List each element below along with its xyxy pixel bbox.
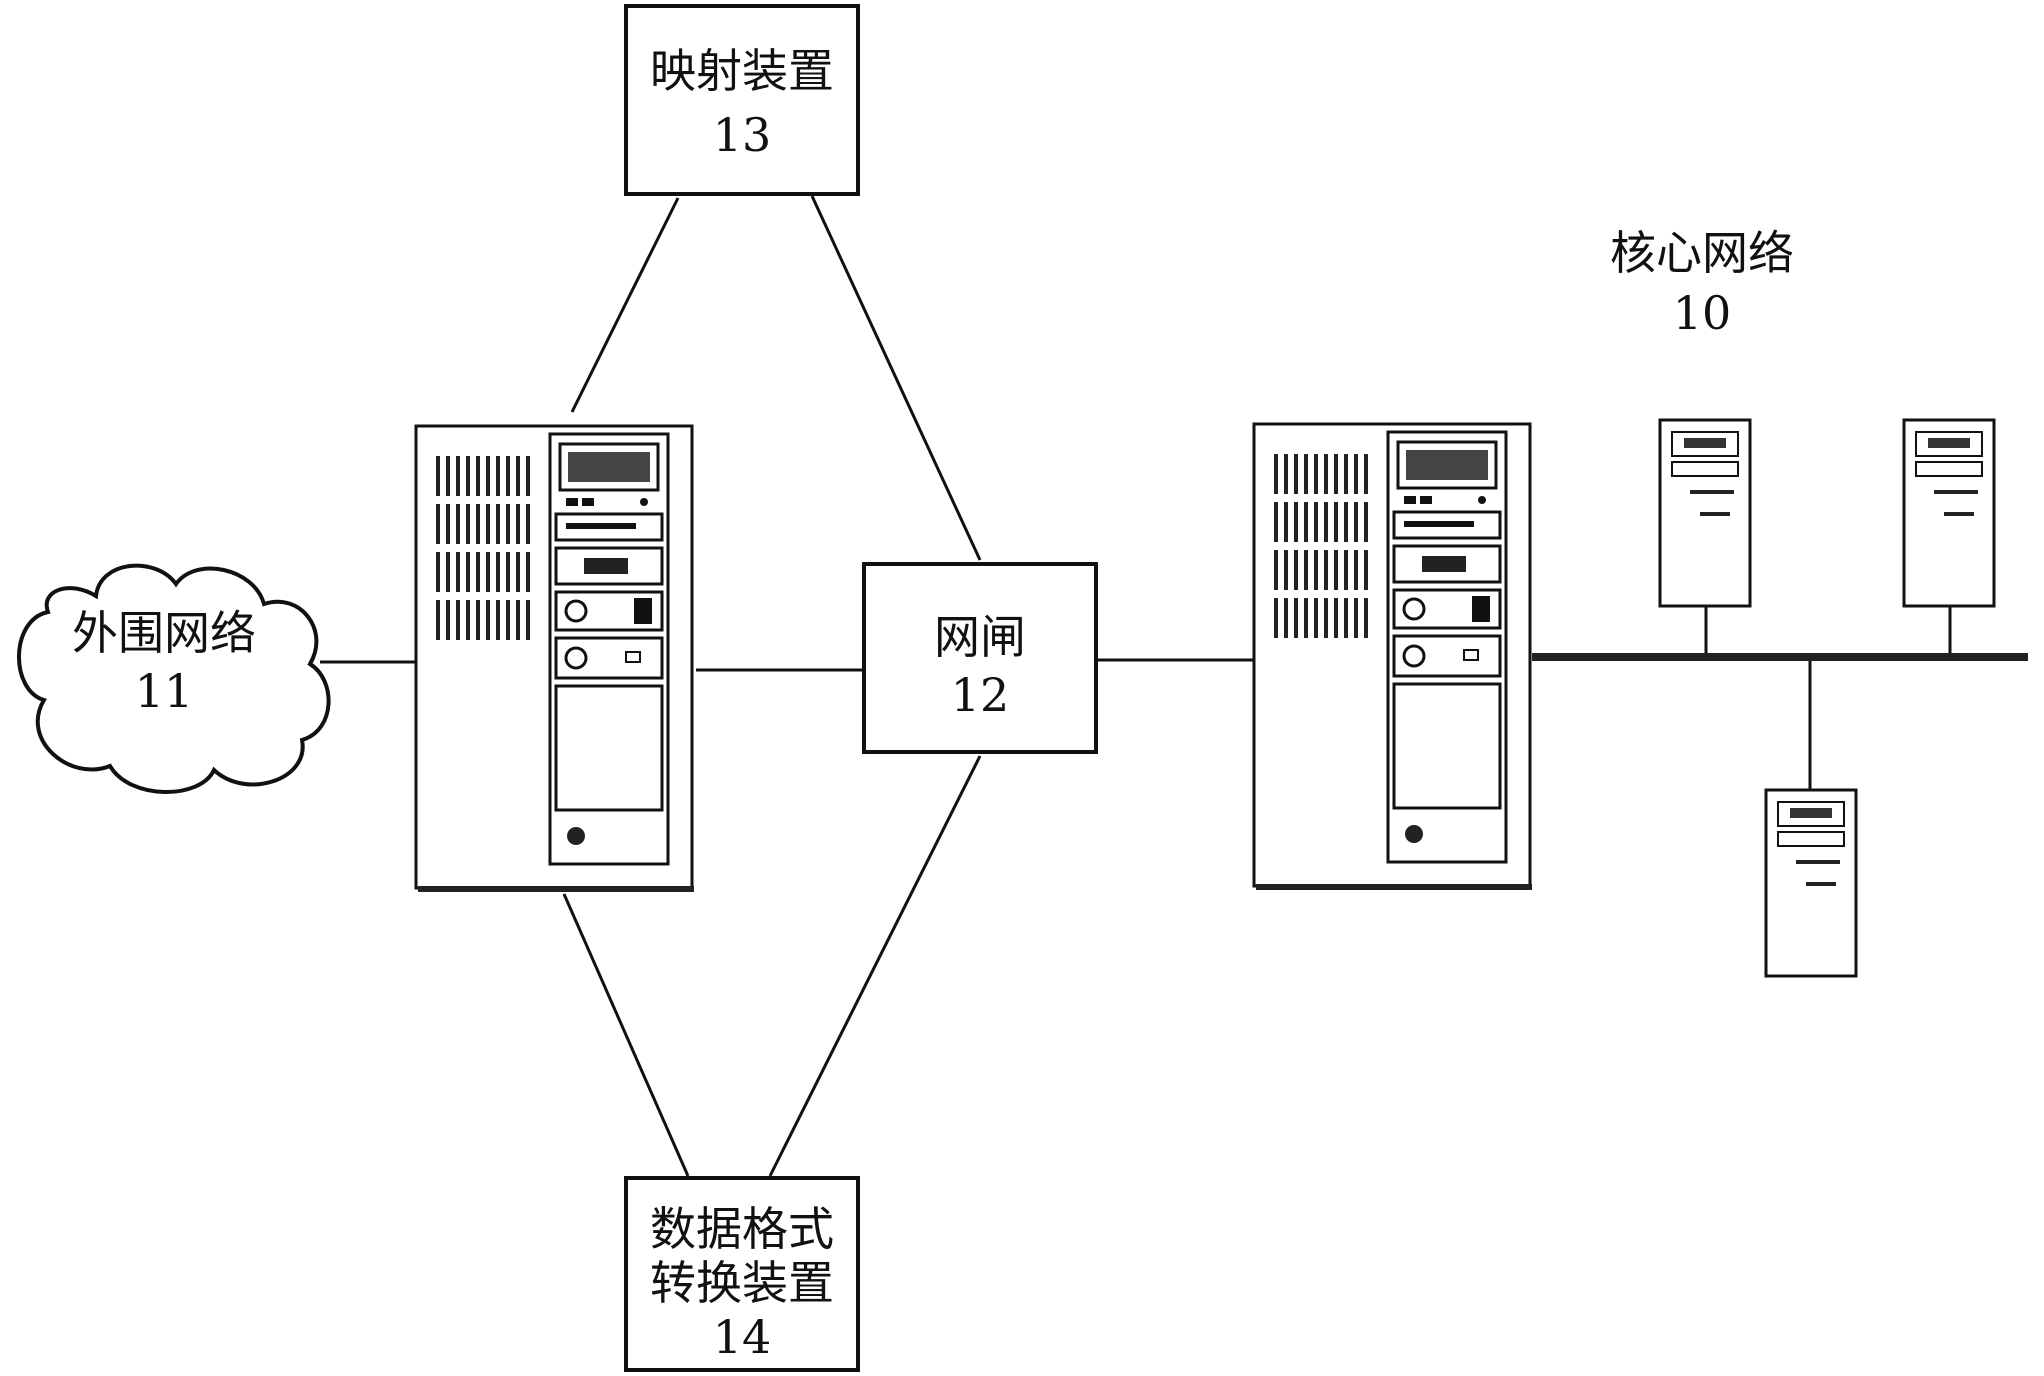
mapping-device-id: 13: [712, 108, 772, 162]
mapping-device-label: 映射装置: [650, 44, 834, 98]
converter-id: 14: [712, 1310, 772, 1364]
gateway-label: 网闸: [934, 610, 1026, 664]
core-network-label: 核心网络: [1610, 226, 1794, 280]
periphery-cloud: [17, 563, 331, 794]
periphery-network-label: 外围网络: [72, 606, 256, 660]
core-workstation-1: [1658, 418, 1752, 608]
mapping-device-box: [624, 4, 860, 196]
connection-lines: [320, 195, 1952, 1177]
converter-label-line1: 数据格式: [650, 1202, 834, 1256]
periphery-network-id: 11: [134, 664, 194, 718]
converter-label-line2: 转换装置: [650, 1256, 834, 1310]
periphery-server: [414, 424, 696, 894]
data-format-converter-box: [624, 1176, 860, 1372]
core-network-id: 10: [1672, 286, 1732, 340]
core-workstation-3: [1764, 788, 1858, 978]
gateway-id: 12: [950, 668, 1010, 722]
gateway-box: [862, 562, 1098, 754]
core-server: [1252, 422, 1534, 892]
core-network-bus: [1532, 653, 2028, 661]
core-workstation-2: [1902, 418, 1996, 608]
